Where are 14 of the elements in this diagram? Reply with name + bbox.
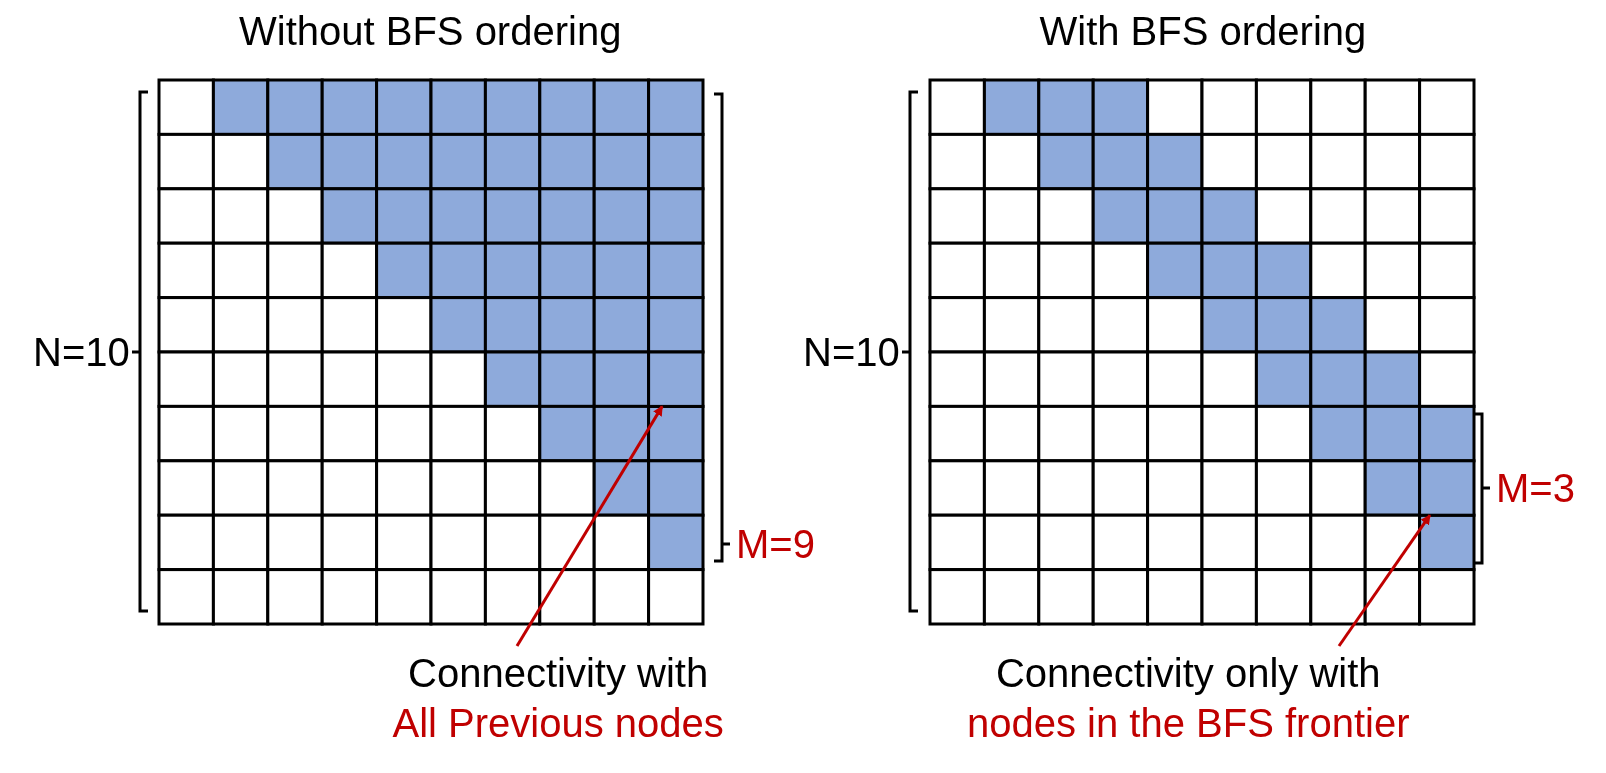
matrix-cell (1418, 459, 1476, 517)
caption-text: All Previous nodes (392, 700, 724, 747)
caption-text: nodes in the BFS frontier (967, 700, 1410, 747)
dimension-label: N=10 (33, 329, 130, 375)
caption-text: Connectivity only with (994, 650, 1382, 697)
matrix-cell (647, 350, 705, 408)
leader-line (515, 405, 664, 647)
caption-text: Connectivity with (407, 650, 710, 697)
panel-title: Without BFS ordering (239, 8, 622, 54)
panel-title: With BFS ordering (1039, 8, 1367, 54)
dimension-label: M=9 (736, 521, 815, 567)
dimension-label: M=3 (1496, 465, 1575, 511)
dimension-label: N=10 (803, 329, 900, 375)
leader-line (1337, 514, 1432, 647)
